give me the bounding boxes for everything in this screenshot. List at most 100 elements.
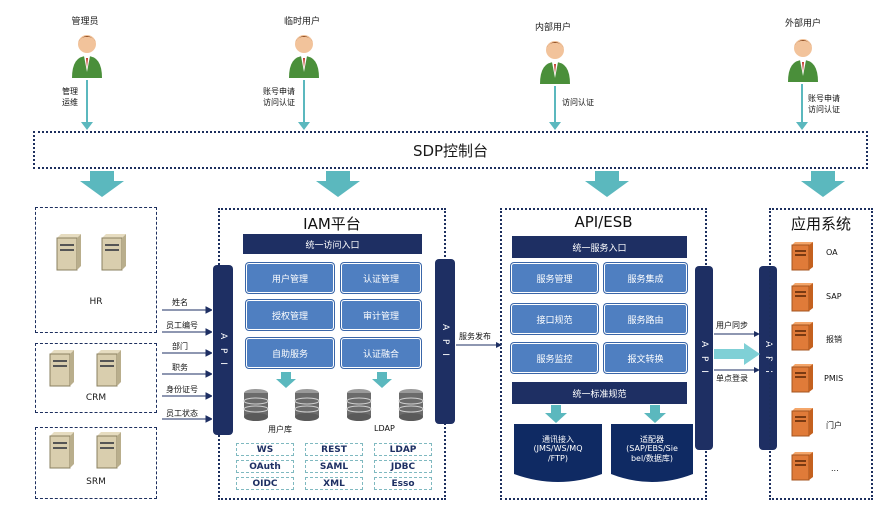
source-srm-label: SRM bbox=[86, 477, 106, 487]
iam-module-authz: 授权管理 bbox=[246, 300, 334, 330]
server-icon bbox=[49, 432, 74, 469]
iam-module-authfusion: 认证融合 bbox=[341, 338, 421, 368]
down-arrow-icon bbox=[316, 171, 360, 197]
user-temp-icon bbox=[289, 35, 319, 78]
esb-standard-bar: 统一标准规范 bbox=[512, 382, 687, 404]
iam-title: IAM平台 bbox=[303, 215, 361, 233]
app-server-icon bbox=[791, 408, 813, 437]
user-internal-name: 内部用户 bbox=[534, 23, 571, 33]
user-admin-action-2: 运维 bbox=[62, 98, 78, 107]
esb-card-adapter: 适配器 (SAP/EBS/Sie bel/数据库) bbox=[611, 428, 693, 470]
down-arrow-icon bbox=[585, 171, 629, 197]
down-arrow-icon bbox=[372, 372, 392, 388]
server-icon bbox=[56, 234, 81, 271]
protocol-tag: OIDC bbox=[236, 477, 294, 490]
sync-field: 员工状态 bbox=[166, 409, 198, 418]
sync-field: 身份证号 bbox=[166, 385, 198, 394]
arrow-icon bbox=[714, 367, 760, 373]
esb-card-comm: 通讯接入 (JMS/WS/MQ /FTP) bbox=[514, 428, 602, 470]
database-icon bbox=[346, 389, 372, 421]
user-temp-action-2: 访问认证 bbox=[263, 98, 295, 107]
down-arrow-icon bbox=[80, 171, 124, 197]
database-icon bbox=[243, 389, 269, 421]
protocol-tag: WS bbox=[236, 443, 294, 456]
user-admin-action-1: 管理 bbox=[62, 87, 78, 96]
app-label: PMIS bbox=[824, 374, 844, 383]
arrow-icon bbox=[456, 342, 502, 348]
sync-field: 姓名 bbox=[172, 298, 188, 307]
esb-module: 服务管理 bbox=[511, 263, 598, 293]
protocol-tag: Esso bbox=[374, 477, 432, 490]
source-crm-box bbox=[35, 343, 157, 413]
protocol-tag: XML bbox=[305, 477, 363, 490]
app-server-icon bbox=[791, 452, 813, 481]
user-admin-name: 管理员 bbox=[71, 17, 99, 27]
source-crm-label: CRM bbox=[85, 393, 107, 403]
esb-module: 服务监控 bbox=[511, 343, 598, 373]
publish-label: 服务发布 bbox=[459, 332, 491, 341]
source-hr-box bbox=[35, 207, 157, 333]
server-icon bbox=[96, 432, 121, 469]
sync-field: 部门 bbox=[172, 342, 188, 351]
app-label: SAP bbox=[826, 292, 842, 301]
esb-module: 服务集成 bbox=[604, 263, 687, 293]
user-admin-icon bbox=[72, 35, 102, 78]
iam-module-auth: 认证管理 bbox=[341, 263, 421, 293]
server-icon bbox=[96, 350, 121, 387]
down-arrow-icon bbox=[276, 372, 296, 388]
iam-api-left: A P I bbox=[213, 265, 233, 435]
apps-title: 应用系统 bbox=[790, 215, 851, 233]
database-icon bbox=[398, 389, 424, 421]
app-server-icon bbox=[791, 322, 813, 351]
down-arrow-icon bbox=[545, 405, 567, 423]
user-external-name: 外部用户 bbox=[784, 19, 821, 29]
iam-module-selfservice: 自助服务 bbox=[246, 338, 334, 368]
big-right-arrow-icon bbox=[714, 343, 760, 365]
user-external-action-1: 账号申请 bbox=[808, 94, 840, 103]
down-arrow-icon bbox=[801, 171, 845, 197]
esb-title: API/ESB bbox=[574, 213, 633, 231]
iam-module-audit: 审计管理 bbox=[341, 300, 421, 330]
server-icon bbox=[101, 234, 126, 271]
sync-user-label: 用户同步 bbox=[716, 321, 748, 330]
protocol-tag: OAuth bbox=[236, 460, 294, 473]
protocol-tag: SAML bbox=[305, 460, 363, 473]
database-icon bbox=[294, 389, 320, 421]
esb-entry-bar: 统一服务入口 bbox=[512, 236, 687, 258]
app-label: OA bbox=[826, 248, 838, 257]
server-icon bbox=[49, 350, 74, 387]
iam-module-user: 用户管理 bbox=[246, 263, 334, 293]
iam-api-right: A P I bbox=[435, 259, 455, 424]
app-label: ... bbox=[831, 464, 839, 473]
app-server-icon bbox=[791, 364, 813, 393]
user-temp-name: 临时用户 bbox=[283, 17, 320, 27]
sync-field: 职务 bbox=[172, 363, 188, 372]
protocol-tag: JDBC bbox=[374, 460, 432, 473]
source-hr-label: HR bbox=[89, 297, 103, 307]
apps-panel bbox=[769, 208, 873, 500]
apps-api-left: A P I bbox=[759, 266, 777, 450]
sdp-console bbox=[33, 131, 868, 169]
down-arrow-icon bbox=[644, 405, 666, 423]
source-srm-box bbox=[35, 427, 157, 499]
user-external-action-2: 访问认证 bbox=[808, 105, 840, 114]
protocol-tag: REST bbox=[305, 443, 363, 456]
arrow-icon bbox=[714, 331, 760, 337]
sdp-label: SDP控制台 bbox=[412, 142, 489, 160]
app-server-icon bbox=[791, 283, 813, 312]
user-internal-action-1: 访问认证 bbox=[562, 98, 594, 107]
app-label: 门户 bbox=[826, 421, 842, 430]
arrow-icon bbox=[162, 306, 212, 423]
user-internal-icon bbox=[540, 41, 570, 84]
app-server-icon bbox=[791, 242, 813, 271]
app-label: 报销 bbox=[826, 335, 842, 344]
iam-entry-bar: 统一访问入口 bbox=[243, 234, 422, 254]
esb-module: 报文转换 bbox=[604, 343, 687, 373]
user-external-icon bbox=[788, 39, 818, 82]
sync-field: 员工编号 bbox=[166, 321, 198, 330]
user-temp-action-1: 账号申请 bbox=[263, 87, 295, 96]
db-user-label: 用户库 bbox=[268, 425, 292, 434]
esb-module: 服务路由 bbox=[604, 304, 687, 334]
protocol-tag: LDAP bbox=[374, 443, 432, 456]
esb-api-right: A P I bbox=[695, 266, 713, 450]
